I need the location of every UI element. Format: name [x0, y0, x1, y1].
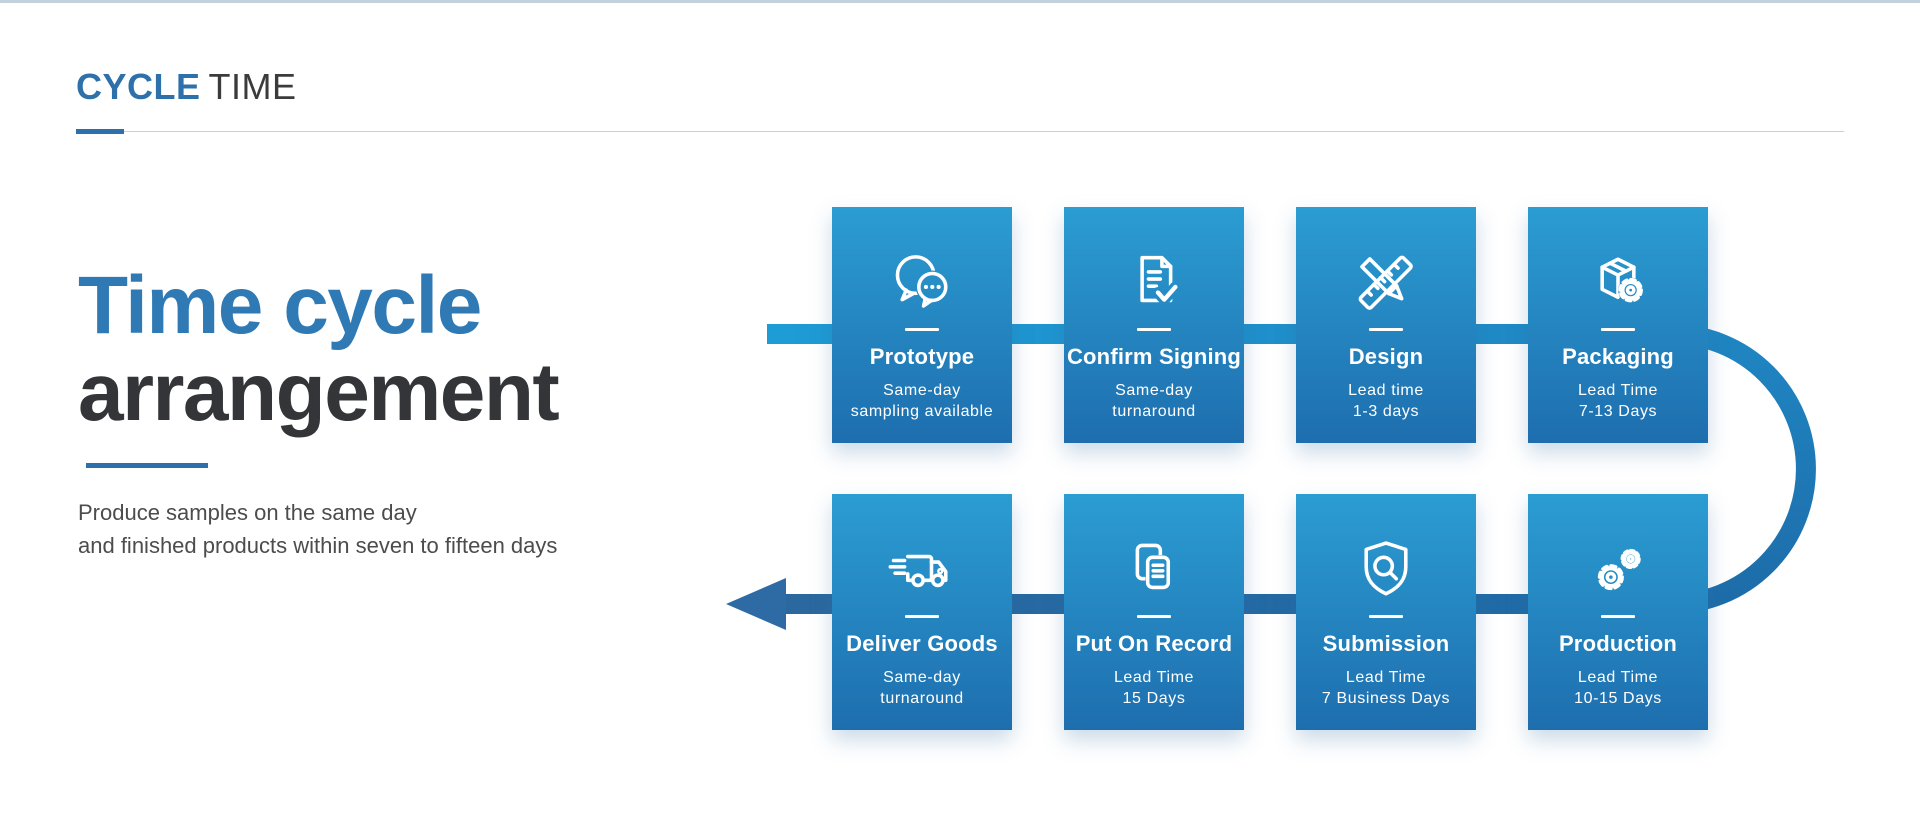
top-border-strip — [0, 0, 1920, 3]
card-title: Put On Record — [1075, 631, 1233, 656]
flow-card-confirm-signing: Confirm Signing Same-day turnaround — [1064, 207, 1244, 443]
flow-card-design: Design Lead time 1-3 days — [1296, 207, 1476, 443]
card-divider — [1137, 615, 1171, 618]
shield-search-icon — [1348, 532, 1424, 608]
page-description-line1: Produce samples on the same day — [78, 500, 417, 525]
card-divider — [905, 615, 939, 618]
card-title: Confirm Signing — [1066, 344, 1242, 369]
page-title-line1: Time cycle — [78, 260, 482, 351]
flow-card-deliver-goods: Deliver Goods Same-day turnaround — [832, 494, 1012, 730]
box-gear-icon — [1580, 245, 1656, 321]
documents-icon — [1116, 532, 1192, 608]
card-title: Prototype — [869, 344, 975, 369]
card-subtitle: Same-day sampling available — [850, 382, 994, 420]
card-title: Deliver Goods — [846, 631, 998, 656]
card-subtitle: Lead Time 7 Business Days — [1321, 669, 1451, 707]
chat-bubbles-icon — [884, 245, 960, 321]
flow-card-submission: Submission Lead Time 7 Business Days — [1296, 494, 1476, 730]
document-check-icon — [1116, 245, 1192, 321]
track-arrow-head — [726, 578, 786, 630]
card-title: Submission — [1322, 631, 1450, 656]
page-description: Produce samples on the same day and fini… — [78, 496, 557, 562]
card-title: Production — [1558, 631, 1678, 656]
delivery-truck-icon — [884, 532, 960, 608]
flow-card-put-on-record: Put On Record Lead Time 15 Days — [1064, 494, 1244, 730]
card-divider — [1601, 328, 1635, 331]
card-divider — [1601, 615, 1635, 618]
card-divider — [905, 328, 939, 331]
card-subtitle: Lead Time 15 Days — [1113, 669, 1195, 707]
section-heading-secondary: TIME — [208, 66, 297, 107]
card-divider — [1369, 328, 1403, 331]
flow-card-prototype: Prototype Same-day sampling available — [832, 207, 1012, 443]
card-subtitle: Lead Time 10-15 Days — [1574, 669, 1662, 707]
card-title: Packaging — [1562, 344, 1674, 369]
flow-card-packaging: Packaging Lead Time 7-13 Days — [1528, 207, 1708, 443]
page-title: Time cycle arrangement — [78, 260, 560, 438]
section-heading-primary: CYCLE — [76, 66, 201, 107]
card-subtitle: Lead Time 7-13 Days — [1577, 382, 1659, 420]
card-subtitle: Same-day turnaround — [1112, 382, 1196, 420]
card-divider — [1369, 615, 1403, 618]
header-divider-line — [76, 131, 1844, 132]
card-title: Design — [1348, 344, 1424, 369]
card-subtitle: Lead time 1-3 days — [1348, 382, 1424, 420]
page-description-line2: and finished products within seven to fi… — [78, 533, 558, 558]
pencil-ruler-icon — [1348, 245, 1424, 321]
title-underline-accent — [86, 463, 208, 468]
track-right-curve — [1670, 324, 1816, 614]
card-divider — [1137, 328, 1171, 331]
page-title-line2: arrangement — [78, 347, 560, 438]
gears-icon — [1580, 532, 1656, 608]
flow-card-production: Production Lead Time 10-15 Days — [1528, 494, 1708, 730]
card-subtitle: Same-day turnaround — [880, 669, 964, 707]
header-divider-accent — [76, 129, 124, 134]
